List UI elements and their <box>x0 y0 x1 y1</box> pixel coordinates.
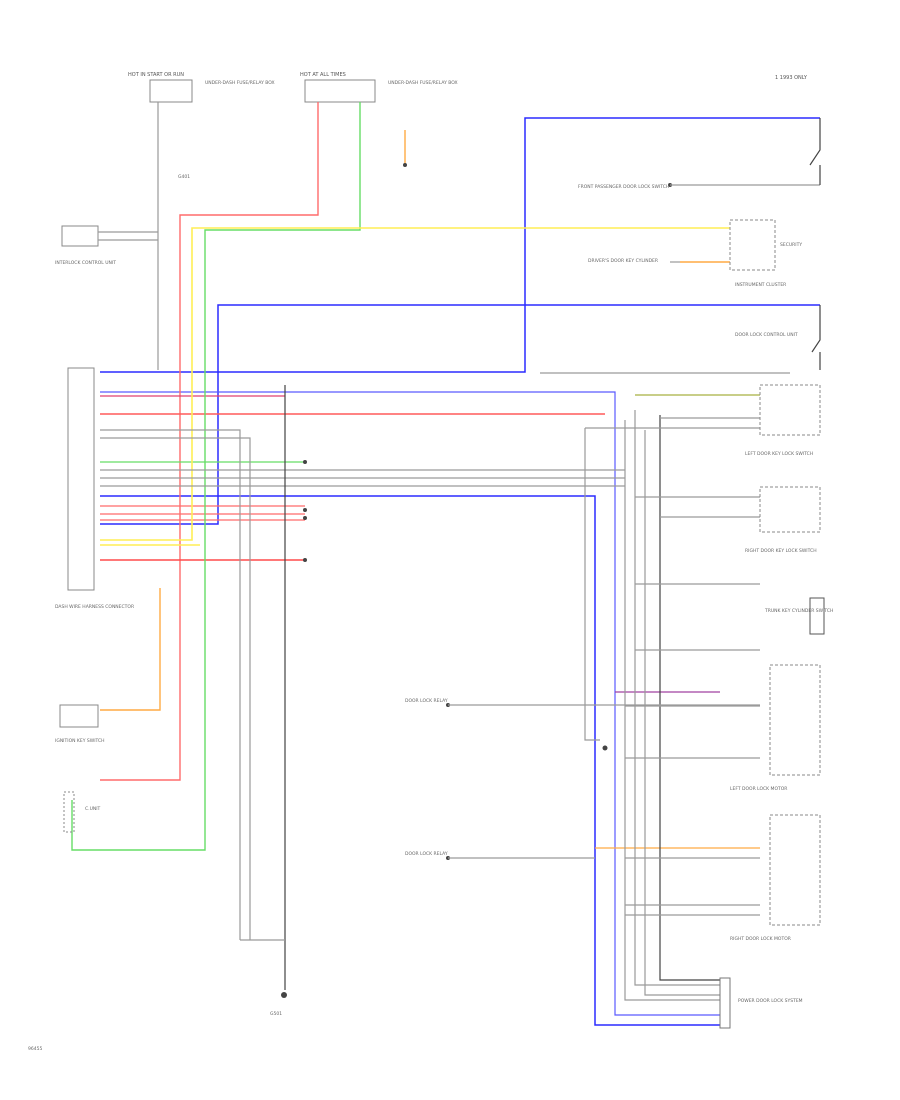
label-security: SECURITY <box>780 242 802 248</box>
label-hot-start: HOT IN START OR RUN <box>128 72 184 78</box>
trunk-gray-2 <box>634 410 720 986</box>
wire-yellow-1 <box>100 227 730 541</box>
label-underdash-mid: UNDER-DASH FUSE/RELAY BOX <box>388 80 458 86</box>
label-top-right-note: 1 1993 ONLY <box>775 75 808 81</box>
interlock-connector <box>61 225 99 247</box>
marker-5 <box>403 163 407 167</box>
switch-top-right <box>809 118 821 185</box>
wire-green-1 <box>71 102 361 851</box>
wire-gray-top-right <box>540 372 790 419</box>
label-instrument-cluster: INSTRUMENT CLUSTER <box>735 282 786 288</box>
label-left-lock-motor: LEFT DOOR LOCK MOTOR <box>730 786 787 792</box>
marker-6 <box>602 745 608 751</box>
trunk-gray-1 <box>624 420 720 1001</box>
wire-gray-right <box>100 469 625 487</box>
marker-3 <box>303 516 307 520</box>
wire-blue-top <box>100 117 820 373</box>
label-right-lock-motor: RIGHT DOOR LOCK MOTOR <box>730 936 791 942</box>
security-box <box>729 219 776 271</box>
label-door-lock-relay-2: DOOR LOCK RELAY <box>405 851 448 857</box>
wire-gray-right-runs <box>625 496 760 916</box>
ground-dot-bottom <box>281 992 287 998</box>
dash-connector-block <box>67 367 95 591</box>
wire-blue-2 <box>100 391 720 1016</box>
marker-4 <box>303 558 307 562</box>
label-underdash-left: UNDER-DASH FUSE/RELAY BOX <box>205 80 275 86</box>
label-c-unit: C.UNIT <box>85 806 101 812</box>
right-lock-motor-box <box>769 814 821 926</box>
wire-blue-bottom <box>100 495 720 1026</box>
accessory-switch-box <box>59 704 99 728</box>
label-door-lock-relay-1: DOOR LOCK RELAY <box>405 698 448 704</box>
fuse-box-mid <box>304 79 376 103</box>
label-power-lock: POWER DOOR LOCK SYSTEM <box>738 998 803 1004</box>
label-hot-all: HOT AT ALL TIMES <box>300 72 346 78</box>
label-key-fob: IGNITION KEY SWITCH <box>55 738 105 744</box>
trunk-dark <box>659 415 720 981</box>
right-door-lock-box <box>759 486 821 533</box>
wire-red-1 <box>100 102 319 781</box>
left-door-lock-box <box>759 384 821 436</box>
label-left-door-lock: LEFT DOOR KEY LOCK SWITCH <box>745 451 813 457</box>
label-driver-door: DRIVER'S DOOR KEY CYLINDER <box>588 258 658 264</box>
wire-red-3 <box>100 505 305 521</box>
marker-2 <box>303 508 307 512</box>
c-unit-box <box>63 791 75 833</box>
wire-orange-2 <box>100 588 161 711</box>
bottom-right-connector <box>719 977 731 1029</box>
fuse-box-left <box>149 79 193 103</box>
switch-door-ctrl <box>811 305 821 370</box>
label-door-lock-ctrl: DOOR LOCK CONTROL UNIT <box>735 332 798 338</box>
label-g401: G401 <box>178 174 190 180</box>
wire-gray-branch <box>584 427 760 741</box>
wire-interlock <box>98 231 158 241</box>
label-revision: 96455 <box>28 1046 42 1052</box>
trunk-switch <box>809 597 825 635</box>
label-bottom-ground: G501 <box>270 1011 282 1017</box>
label-right-door-lock: RIGHT DOOR KEY LOCK SWITCH <box>745 548 817 554</box>
label-dash-harness: DASH WIRE HARNESS CONNECTOR <box>55 604 134 610</box>
trunk-gray-3 <box>644 430 720 996</box>
left-lock-motor-box <box>769 664 821 776</box>
marker-1 <box>303 460 307 464</box>
label-front-passenger: FRONT PASSENGER DOOR LOCK SWITCH <box>578 184 669 190</box>
wire-gray-down <box>100 429 251 940</box>
label-trunk: TRUNK KEY CYLINDER SWITCH <box>764 608 833 614</box>
label-interlock: INTERLOCK CONTROL UNIT <box>55 260 116 266</box>
